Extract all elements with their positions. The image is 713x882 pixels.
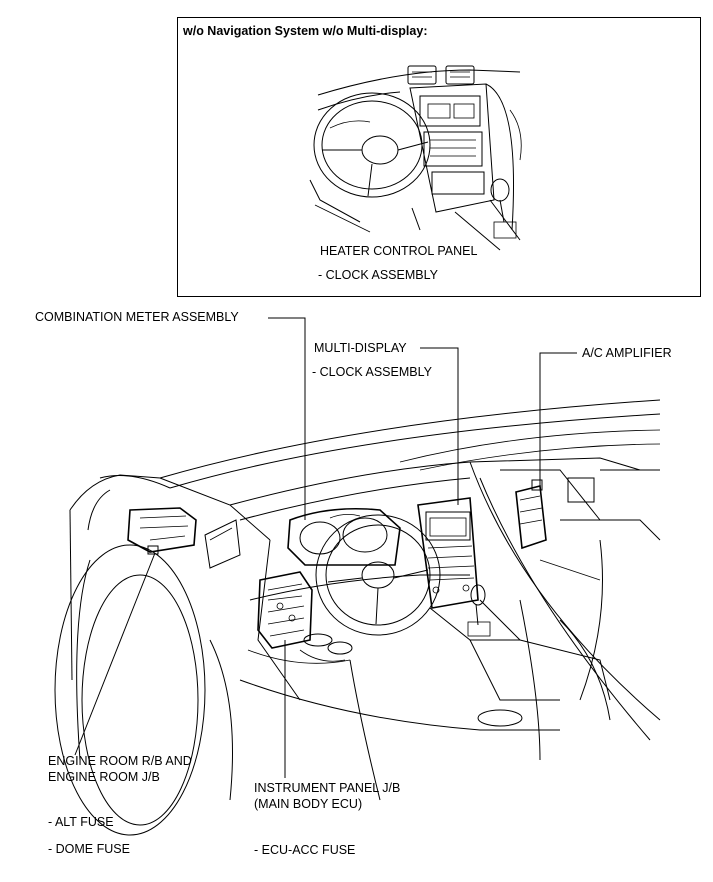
alt-fuse-label: - ALT FUSE xyxy=(48,815,114,829)
inset-frame xyxy=(177,17,701,297)
leader-lines xyxy=(74,317,577,778)
inset-clock-assembly-label: - CLOCK ASSEMBLY xyxy=(318,268,438,282)
main-vehicle-drawing xyxy=(54,399,661,836)
ac-amplifier-label: A/C AMPLIFIER xyxy=(582,346,672,360)
instrument-panel-label-line1: INSTRUMENT PANEL J/B xyxy=(254,781,401,795)
heater-control-panel-label: HEATER CONTROL PANEL xyxy=(320,244,478,258)
instrument-panel-label-line2: (MAIN BODY ECU) xyxy=(254,797,363,811)
engine-room-label-line2: ENGINE ROOM J/B xyxy=(48,770,160,784)
combination-meter-label: COMBINATION METER ASSEMBLY xyxy=(35,310,239,324)
ecu-acc-fuse-label: - ECU-ACC FUSE xyxy=(254,843,356,857)
engine-room-label-line1: ENGINE ROOM R/B AND xyxy=(48,754,192,768)
multi-display-clock-label: - CLOCK ASSEMBLY xyxy=(312,365,432,379)
multi-display-label: MULTI-DISPLAY xyxy=(314,341,407,355)
dome-fuse-label: - DOME FUSE xyxy=(48,842,130,856)
inset-dashboard-drawing xyxy=(309,65,522,251)
inset-title: w/o Navigation System w/o Multi-display: xyxy=(183,24,428,38)
